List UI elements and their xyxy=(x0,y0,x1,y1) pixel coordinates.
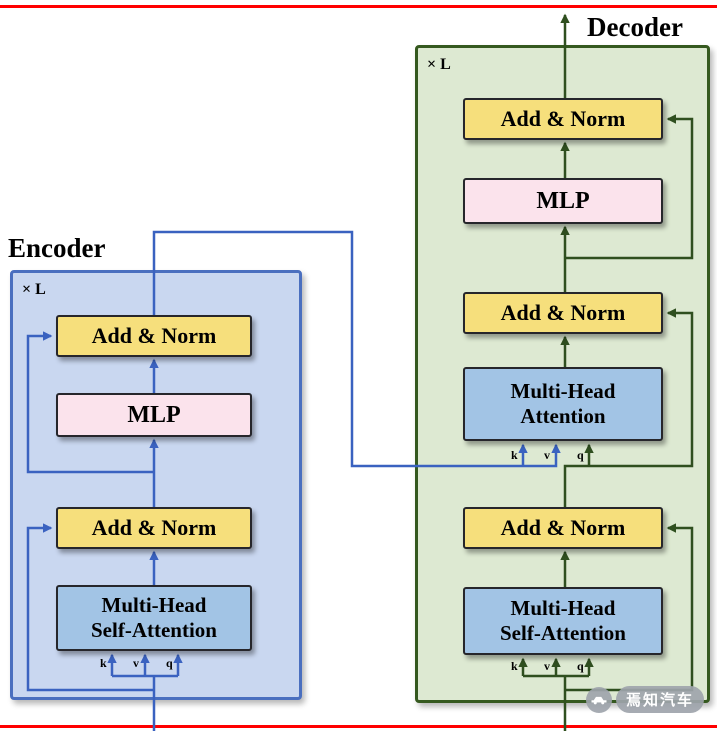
decoder-self-attention-line2: Self-Attention xyxy=(500,621,626,645)
decoder-self-attention-line1: Multi-Head xyxy=(510,595,616,620)
decoder-title: Decoder xyxy=(587,12,683,42)
decoder-cross-attention-line2: Attention xyxy=(520,404,606,428)
top-red-rule xyxy=(0,5,717,8)
decoder-cross-attention-line1: Multi-Head xyxy=(510,378,616,403)
encoder-kvq-v: v xyxy=(133,656,139,670)
encoder-title: Encoder xyxy=(8,233,106,263)
bottom-red-rule xyxy=(0,725,717,728)
decoder-mlp-box: MLP xyxy=(463,178,663,224)
encoder-kvq-q: q xyxy=(166,656,173,670)
decoder-self-attention-box: Multi-Head Self-Attention xyxy=(463,587,663,655)
decoder-cross-attention-box: Multi-Head Attention xyxy=(463,367,663,441)
car-icon xyxy=(586,686,612,713)
decoder-cross-kvq-v: v xyxy=(544,448,550,462)
decoder-cross-kvq-k: k xyxy=(511,448,518,462)
encoder-mlp-box: MLP xyxy=(56,393,252,437)
encoder-self-attention-line1: Multi-Head xyxy=(101,592,207,617)
decoder-add-norm-top: Add & Norm xyxy=(463,98,663,140)
watermark: 焉知汽车 xyxy=(586,686,705,713)
decoder-self-kvq-q: q xyxy=(577,659,584,673)
decoder-add-norm-mid: Add & Norm xyxy=(463,292,663,334)
encoder-add-norm-bottom: Add & Norm xyxy=(56,507,252,549)
watermark-text: 焉知汽车 xyxy=(616,686,705,713)
decoder-add-norm-bottom: Add & Norm xyxy=(463,507,663,549)
encoder-self-attention-box: Multi-Head Self-Attention xyxy=(56,585,252,651)
decoder-self-kvq-v: v xyxy=(544,659,550,673)
encoder-self-attention-line2: Self-Attention xyxy=(91,618,217,642)
encoder-add-norm-top: Add & Norm xyxy=(56,315,252,357)
decoder-self-kvq-k: k xyxy=(511,659,518,673)
encoder-kvq-k: k xyxy=(100,656,107,670)
encoder-repeat-label: × L xyxy=(22,281,46,298)
decoder-repeat-label: × L xyxy=(427,56,451,73)
decoder-cross-kvq-q: q xyxy=(577,448,584,462)
